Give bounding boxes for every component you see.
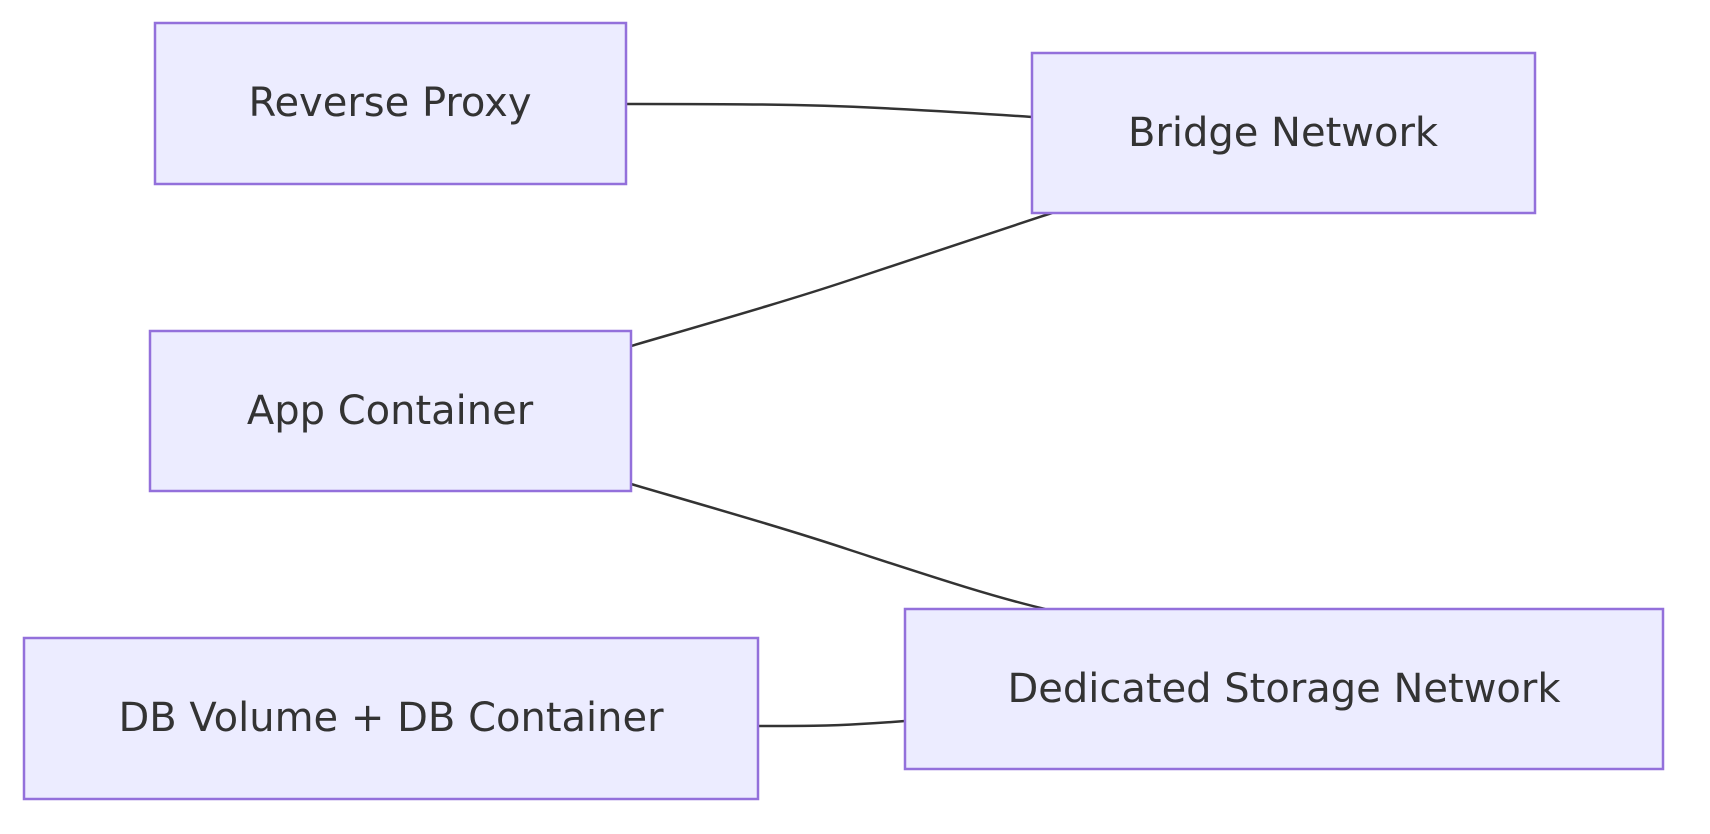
edge-app-container-to-storage-network — [630, 482, 1046, 611]
node-db-volume-container[interactable]: DB Volume + DB Container — [22, 636, 760, 801]
edge-reverse-proxy-to-bridge-network — [625, 102, 1033, 119]
node-reverse-proxy[interactable]: Reverse Proxy — [153, 21, 628, 186]
edges — [625, 102, 1053, 728]
node-label: Dedicated Storage Network — [1007, 666, 1561, 712]
node-label: App Container — [247, 388, 534, 434]
node-app-container[interactable]: App Container — [148, 329, 633, 493]
edge-db-to-storage-network — [757, 719, 906, 728]
node-label: DB Volume + DB Container — [118, 695, 664, 741]
edge-app-container-to-bridge-network — [630, 211, 1053, 348]
node-label: Reverse Proxy — [248, 80, 531, 126]
nodes: Reverse Proxy Bridge Network App Contain… — [22, 21, 1665, 801]
node-dedicated-storage-network[interactable]: Dedicated Storage Network — [903, 607, 1665, 771]
node-label: Bridge Network — [1128, 110, 1439, 156]
node-bridge-network[interactable]: Bridge Network — [1030, 51, 1537, 215]
